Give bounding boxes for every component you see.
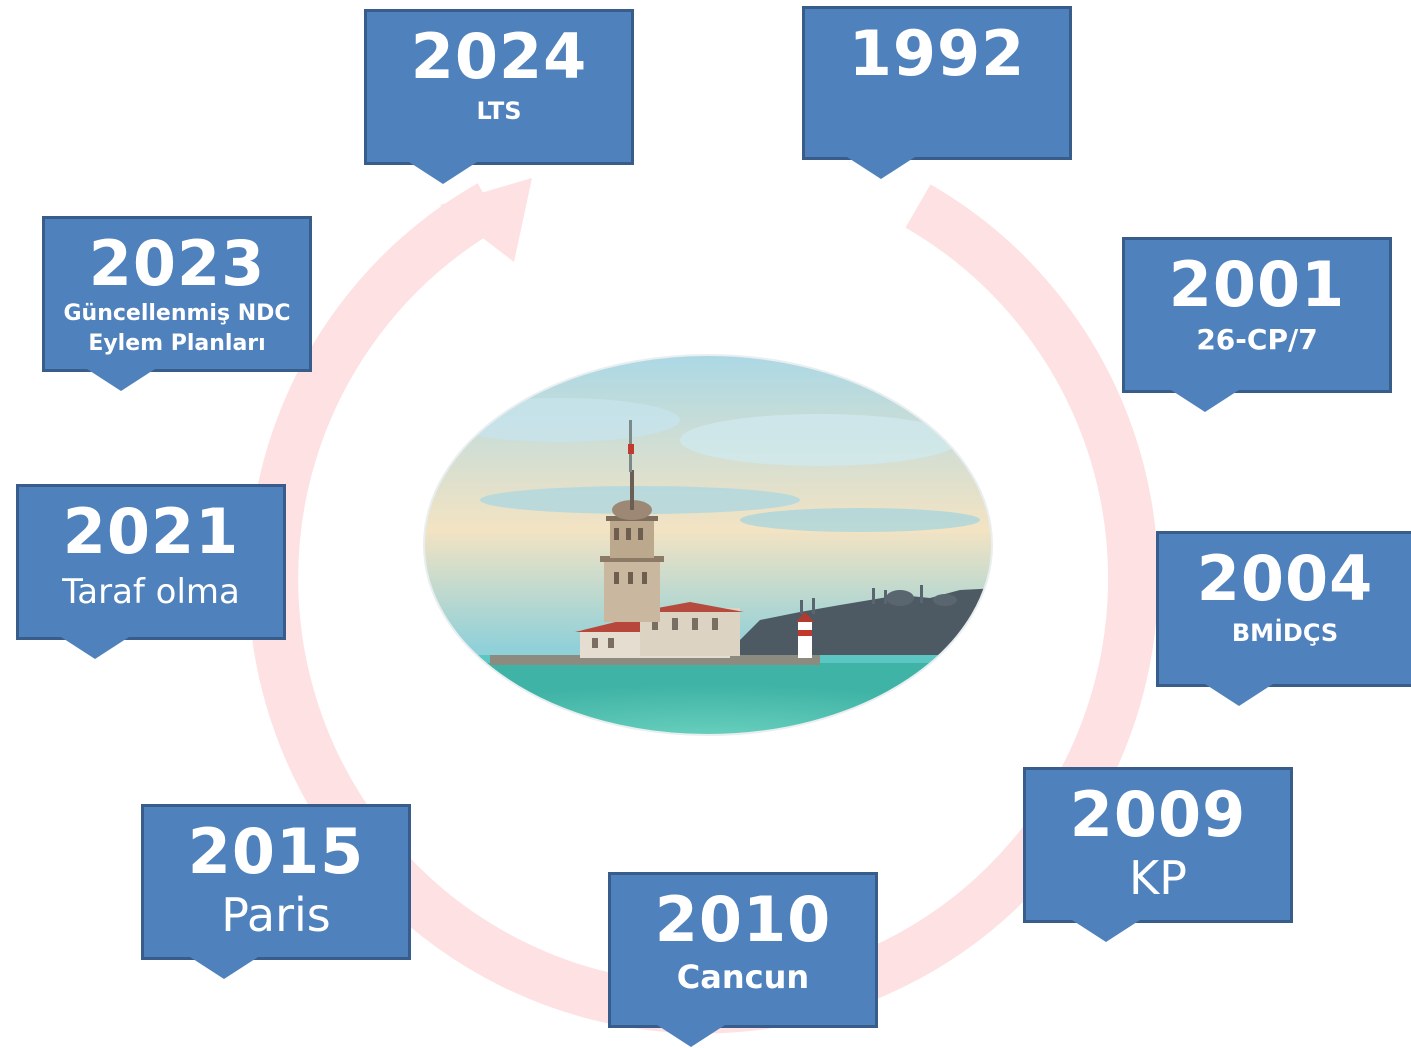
label-2010: Cancun — [676, 958, 810, 996]
milestone-2004: 2004 BMİDÇS — [1156, 531, 1411, 706]
label-2015: Paris — [221, 888, 331, 942]
year-2021: 2021 — [62, 495, 240, 568]
milestone-2024: 2024 LTS — [364, 9, 634, 184]
milestone-1992: 1992 — [802, 6, 1072, 179]
milestone-2023: 2023 Güncellenmiş NDC Eylem Planları — [42, 216, 312, 391]
label-2024: LTS — [476, 97, 522, 125]
year-1992: 1992 — [848, 17, 1026, 90]
label-2023-line1: Güncellenmiş NDC — [63, 301, 291, 326]
label-2004: BMİDÇS — [1231, 619, 1339, 647]
year-2024: 2024 — [410, 20, 588, 93]
year-2015: 2015 — [187, 815, 365, 888]
cycle-arrowhead — [440, 178, 532, 262]
milestone-2021: 2021 Taraf olma — [16, 484, 286, 659]
milestone-2015: 2015 Paris — [141, 804, 411, 979]
label-2021: Taraf olma — [62, 572, 240, 612]
year-2001: 2001 — [1168, 248, 1346, 321]
milestone-2009: 2009 KP — [1023, 767, 1293, 942]
maidens-tower-photo — [424, 355, 992, 735]
label-2023-line2: Eylem Planları — [88, 331, 266, 356]
label-2001: 26-CP/7 — [1196, 323, 1318, 356]
label-2009: KP — [1129, 851, 1187, 905]
year-2009: 2009 — [1069, 778, 1247, 851]
year-2010: 2010 — [654, 883, 832, 956]
year-2023: 2023 — [88, 227, 266, 300]
photo-frame — [423, 354, 993, 736]
milestone-2001: 2001 26-CP/7 — [1122, 237, 1392, 412]
milestone-2010: 2010 Cancun — [608, 872, 878, 1047]
year-2004: 2004 — [1196, 542, 1374, 615]
